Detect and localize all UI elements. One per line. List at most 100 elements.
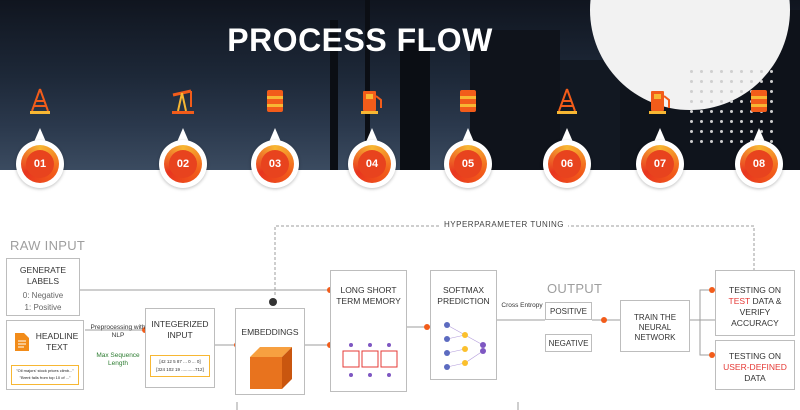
decor-dot — [700, 130, 703, 133]
fuel-pump-icon — [646, 87, 674, 115]
train-network-box: TRAIN THE NEURAL NETWORK — [620, 300, 690, 352]
pumpjack-icon — [169, 87, 197, 115]
decor-dot — [750, 80, 753, 83]
step-number: 01 — [26, 150, 54, 178]
step-01: 01 — [13, 88, 67, 192]
decor-dot — [710, 110, 713, 113]
decor-dot — [700, 110, 703, 113]
decor-dot — [730, 130, 733, 133]
test2-post: DATA — [744, 373, 766, 384]
step-03: 03 — [248, 90, 302, 192]
decor-dot — [740, 130, 743, 133]
user-defined-test-box: TESTING ON USER-DEFINED DATA — [715, 340, 795, 390]
headline-text-title: HEADLINE TEXT — [35, 331, 79, 352]
test2-highlight: USER-DEFINED — [723, 362, 787, 373]
decor-dot — [690, 120, 693, 123]
user-defined-test-label: TESTING ON USER-DEFINED DATA — [716, 351, 794, 384]
decor-dot — [750, 70, 753, 73]
oil-barrel-icon — [745, 87, 773, 115]
decor-dot — [740, 70, 743, 73]
decor-dot — [740, 80, 743, 83]
step-marker: 01 — [16, 140, 64, 188]
lstm-title: LONG SHORT TERM MEMORY — [336, 285, 401, 306]
step-number: 08 — [745, 150, 773, 178]
step-marker: 08 — [735, 140, 783, 188]
decor-dot — [700, 100, 703, 103]
fuel-pump-icon — [358, 87, 386, 115]
decor-dot — [710, 80, 713, 83]
train-network-label: TRAIN THE NEURAL NETWORK — [633, 313, 677, 342]
decor-dot — [740, 100, 743, 103]
generate-labels-title: GENERATE LABELS — [19, 265, 67, 286]
decor-dot — [770, 80, 773, 83]
step-number: 07 — [646, 150, 674, 178]
test-pre: TESTING ON — [729, 285, 781, 295]
step-marker: 04 — [348, 140, 396, 188]
decor-dot — [690, 100, 693, 103]
test-post: DATA & VERIFY ACCURACY — [731, 296, 782, 329]
decor-dot — [730, 140, 733, 143]
decor-dot — [730, 100, 733, 103]
softmax-title: SOFTMAX PREDICTION — [437, 285, 490, 306]
decor-dot — [690, 90, 693, 93]
raw-input-title: RAW INPUT — [10, 238, 86, 253]
positive-label: 1: Positive — [24, 303, 62, 312]
step-number: 02 — [169, 150, 197, 178]
decor-dot — [730, 70, 733, 73]
decor-dot — [720, 120, 723, 123]
decor-dot — [730, 80, 733, 83]
decor-dot — [710, 120, 713, 123]
decor-dot — [690, 130, 693, 133]
decor-dot — [700, 70, 703, 73]
decor-dot — [770, 110, 773, 113]
decor-dot — [720, 140, 723, 143]
step-06: 06 — [540, 88, 594, 192]
step-number: 03 — [261, 150, 289, 178]
integer-row-1: [42 12 5 87 ... 0 ... 0] — [159, 359, 201, 364]
negative-output-label: NEGATIVE — [548, 339, 589, 348]
cross-entropy-label: Cross Entropy — [501, 302, 543, 309]
lstm-box: LONG SHORT TERM MEMORY — [330, 270, 407, 392]
test-data-label: TESTING ON TEST DATA & VERIFY ACCURACY — [716, 285, 794, 329]
test2-pre: TESTING ON — [729, 351, 781, 361]
decor-dot — [740, 110, 743, 113]
step-marker: 03 — [251, 140, 299, 188]
decor-dot — [730, 90, 733, 93]
decor-dot — [690, 110, 693, 113]
sample-headlines: "Oil majors' stock prices climb..." "Bre… — [11, 365, 79, 385]
lstm-diagram-icon — [342, 343, 398, 377]
hyperparameter-label: HYPERPARAMETER TUNING — [440, 220, 568, 229]
decor-dot — [710, 100, 713, 103]
decor-dot — [720, 80, 723, 83]
decor-dot — [760, 80, 763, 83]
oil-derrick-icon — [553, 87, 581, 115]
decor-dot — [710, 90, 713, 93]
negative-output-box: NEGATIVE — [545, 334, 592, 352]
softmax-box: SOFTMAX PREDICTION — [430, 270, 497, 380]
decor-dot — [700, 120, 703, 123]
decor-dot — [740, 120, 743, 123]
decor-dot — [750, 130, 753, 133]
decor-dot — [750, 120, 753, 123]
decor-dot — [760, 120, 763, 123]
decor-dot — [770, 70, 773, 73]
step-04: 04 — [345, 91, 399, 192]
page-title: PROCESS FLOW — [227, 22, 493, 58]
integer-sequences: [42 12 5 87 ... 0 ... 0] [324 102 19 ...… — [150, 355, 210, 377]
oil-barrel-icon — [261, 87, 289, 115]
decor-dot — [720, 110, 723, 113]
test-highlight: TEST — [728, 296, 751, 307]
decor-dot — [690, 140, 693, 143]
output-title: OUTPUT — [547, 281, 603, 296]
decor-dot — [700, 140, 703, 143]
oil-derrick-icon — [26, 87, 54, 115]
step-08: 08 — [732, 90, 786, 192]
decor-dot — [710, 130, 713, 133]
positive-output-label: POSITIVE — [550, 307, 587, 316]
decor-dot — [770, 120, 773, 123]
decor-dot — [700, 80, 703, 83]
decor-dot — [730, 120, 733, 123]
step-02: 02 — [156, 89, 210, 192]
decor-dot — [770, 130, 773, 133]
integerized-input-box: INTEGERIZED INPUT [42 12 5 87 ... 0 ... … — [145, 308, 215, 388]
